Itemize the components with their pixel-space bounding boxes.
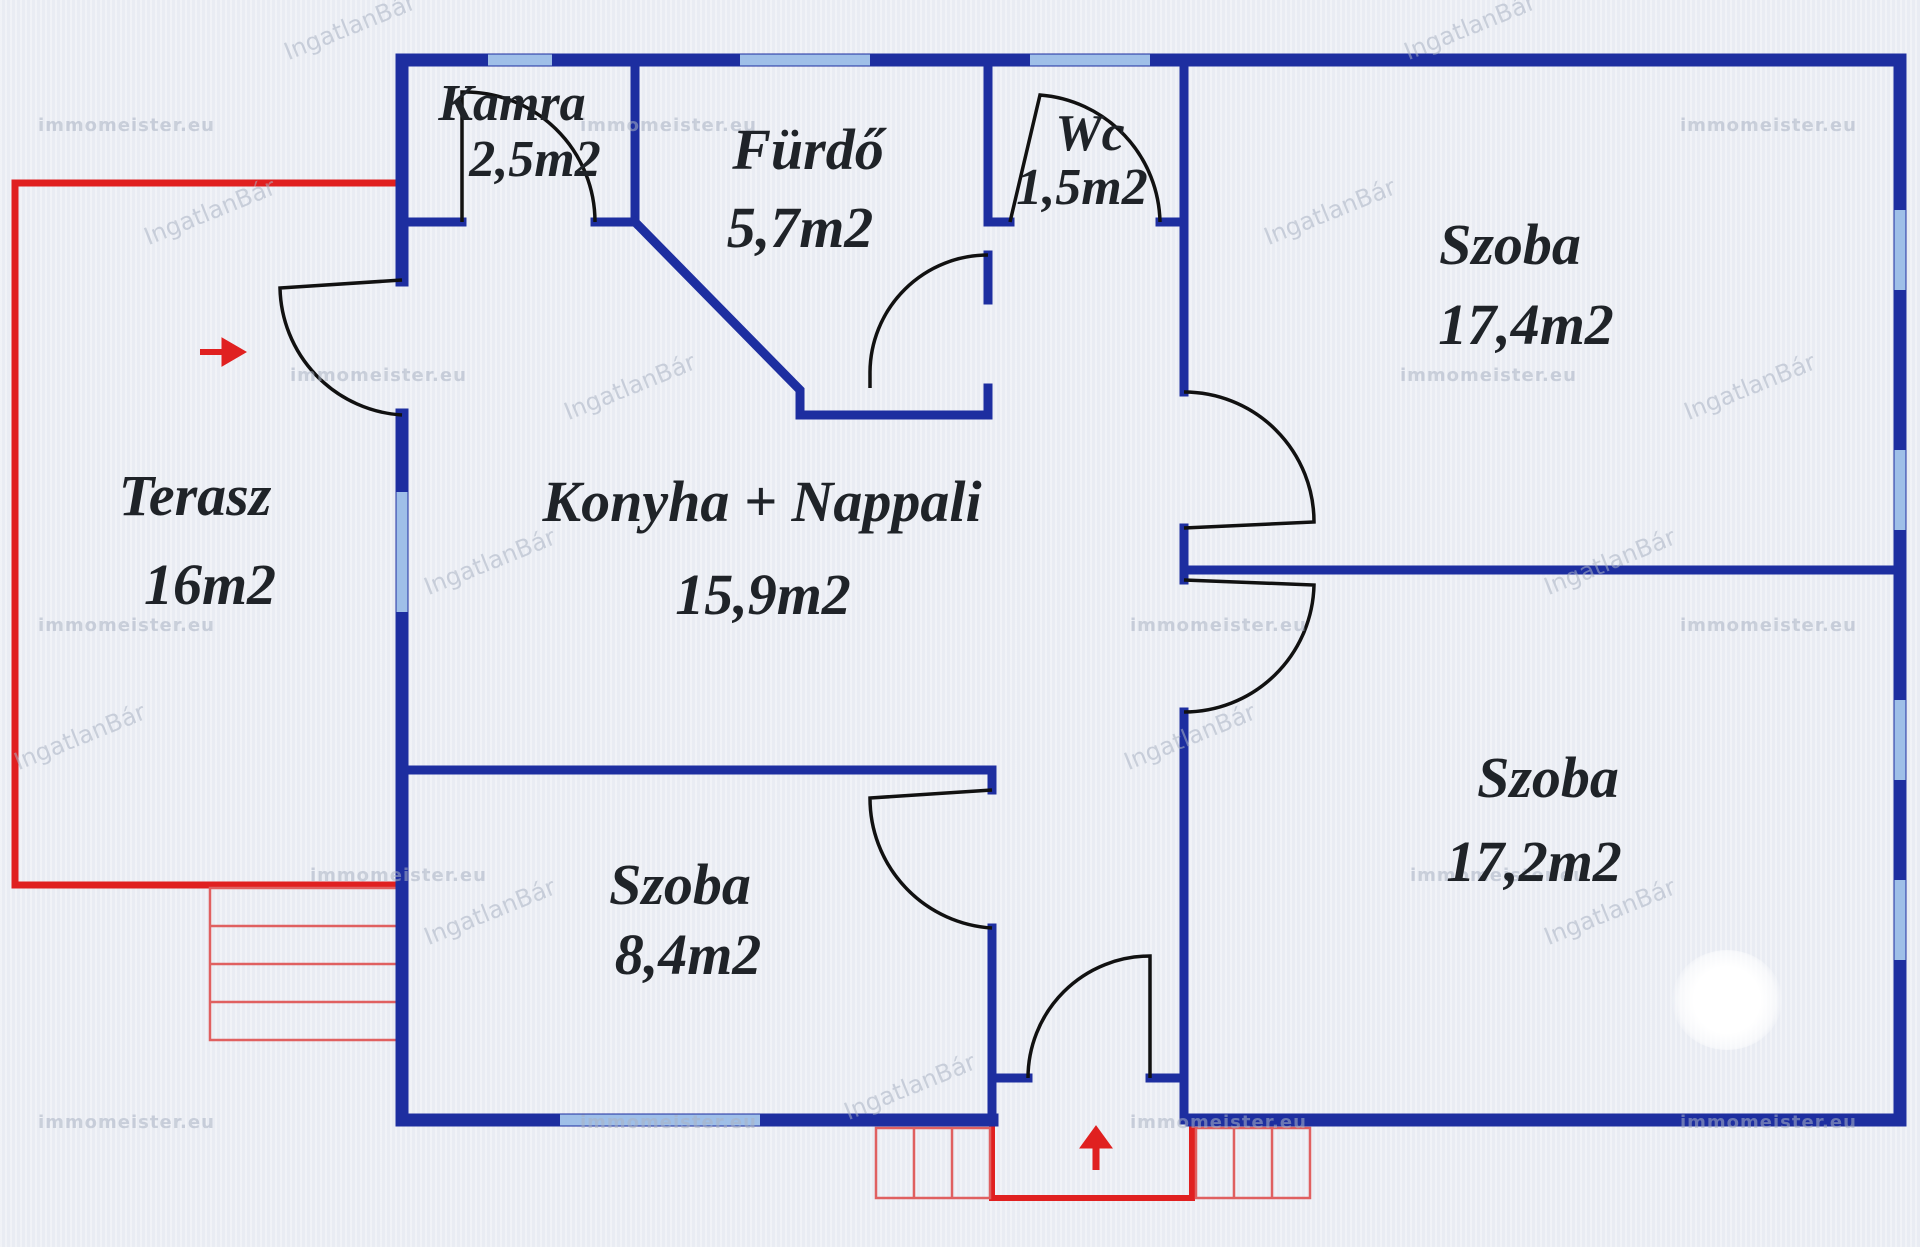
camera-glare [1672, 950, 1782, 1050]
doors [278, 90, 1316, 1079]
room-furdo-name: Fürdő [732, 117, 884, 182]
entry-porch [989, 1120, 1195, 1201]
interior-walls [397, 55, 1905, 1125]
room-wc-name: Wc [1055, 105, 1125, 162]
entry-arrow-icon [1079, 1125, 1113, 1170]
terrace-arrow-icon [200, 337, 247, 367]
room-konyha-area: 15,9m2 [675, 562, 851, 627]
entry-steps-right [1194, 1126, 1312, 1200]
terrace-outline [11, 179, 402, 889]
room-szoba-se-area: 17,2m2 [1446, 829, 1622, 894]
room-terasz-name: Terasz [118, 463, 272, 528]
room-kamra-name: Kamra [438, 75, 586, 132]
room-szoba-sw-area: 8,4m2 [614, 922, 762, 987]
room-konyha-name: Konyha + Nappali [542, 469, 982, 534]
terrace-steps [208, 886, 402, 1042]
room-furdo-area: 5,7m2 [726, 195, 874, 260]
windows [396, 54, 1906, 1126]
room-szoba-se-name: Szoba [1477, 745, 1619, 810]
room-szoba-sw-name: Szoba [609, 852, 751, 917]
room-terasz-area: 16m2 [143, 552, 277, 617]
room-szoba-ne-area: 17,4m2 [1438, 292, 1614, 357]
room-kamra-area: 2,5m2 [469, 131, 601, 188]
entry-steps-left [874, 1126, 992, 1200]
room-szoba-ne-name: Szoba [1439, 212, 1581, 277]
room-wc-area: 1,5m2 [1016, 159, 1148, 216]
